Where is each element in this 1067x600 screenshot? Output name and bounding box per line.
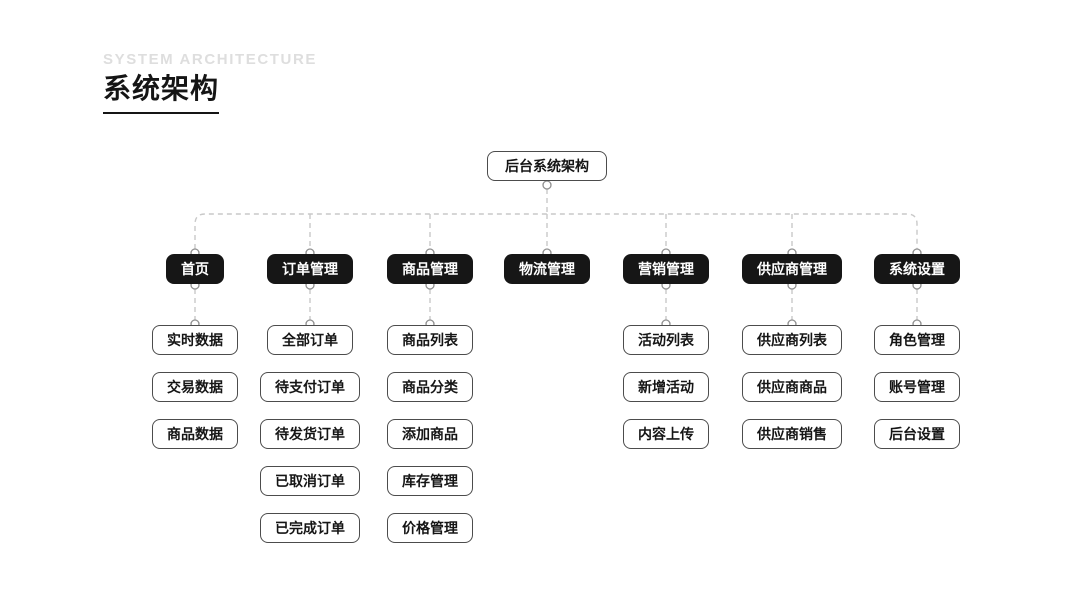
root-node: 后台系统架构	[487, 151, 607, 181]
leaf-node: 内容上传	[623, 419, 709, 449]
leaf-node: 活动列表	[623, 325, 709, 355]
branch-node-logistics: 物流管理	[504, 254, 590, 284]
leaf-node: 待支付订单	[260, 372, 360, 402]
leaf-node: 已完成订单	[260, 513, 360, 543]
leaf-node: 商品列表	[387, 325, 473, 355]
leaf-node: 实时数据	[152, 325, 238, 355]
leaf-node: 待发货订单	[260, 419, 360, 449]
branch-column-suppliers: 供应商管理 供应商列表 供应商商品 供应商销售	[742, 254, 842, 449]
page-title: 系统架构	[103, 72, 220, 114]
connector-dot	[542, 180, 552, 190]
branch-node-home: 首页	[166, 254, 224, 284]
leaf-node: 账号管理	[874, 372, 960, 402]
eyebrow-text: SYSTEM ARCHITECTURE	[103, 51, 318, 68]
leaf-node: 交易数据	[152, 372, 238, 402]
branch-column-marketing: 营销管理 活动列表 新增活动 内容上传	[623, 254, 709, 449]
leaf-node: 库存管理	[387, 466, 473, 496]
leaf-node: 全部订单	[267, 325, 353, 355]
leaf-node: 供应商商品	[742, 372, 842, 402]
branch-node-products: 商品管理	[387, 254, 473, 284]
branch-column-home: 首页 实时数据 交易数据 商品数据	[152, 254, 238, 449]
branch-node-suppliers: 供应商管理	[742, 254, 842, 284]
leaf-node: 添加商品	[387, 419, 473, 449]
branch-node-orders: 订单管理	[267, 254, 353, 284]
branch-column-products: 商品管理 商品列表 商品分类 添加商品 库存管理 价格管理	[387, 254, 473, 543]
leaf-node: 新增活动	[623, 372, 709, 402]
leaf-node: 角色管理	[874, 325, 960, 355]
leaf-node: 供应商销售	[742, 419, 842, 449]
branch-node-marketing: 营销管理	[623, 254, 709, 284]
connector-bus	[194, 213, 918, 249]
branch-column-logistics: 物流管理	[504, 254, 590, 308]
leaf-node: 价格管理	[387, 513, 473, 543]
leaf-node: 商品数据	[152, 419, 238, 449]
leaf-node: 后台设置	[874, 419, 960, 449]
branch-node-settings: 系统设置	[874, 254, 960, 284]
leaf-node: 已取消订单	[260, 466, 360, 496]
branch-column-orders: 订单管理 全部订单 待支付订单 待发货订单 已取消订单 已完成订单	[260, 254, 360, 543]
leaf-node: 商品分类	[387, 372, 473, 402]
branch-column-settings: 系统设置 角色管理 账号管理 后台设置	[874, 254, 960, 449]
leaf-node: 供应商列表	[742, 325, 842, 355]
